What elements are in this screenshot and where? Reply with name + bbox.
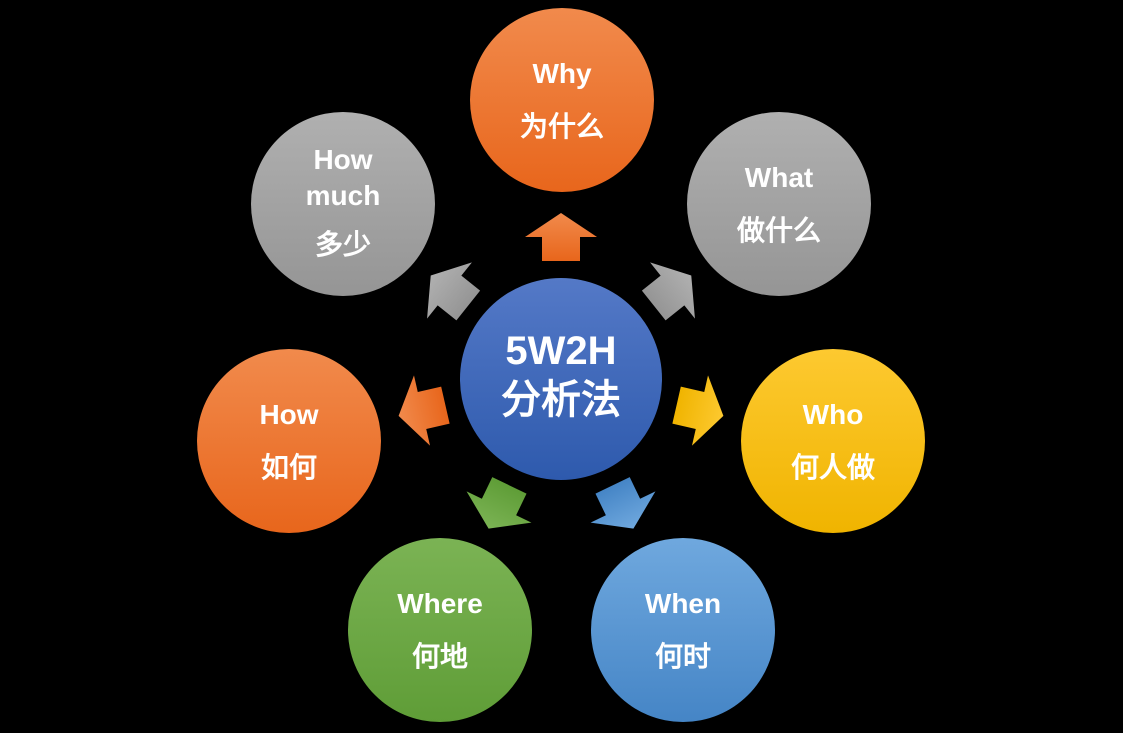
node-how-much-en-line1-label: How — [313, 144, 372, 175]
node-who-circle — [741, 349, 925, 533]
node-how-zh-label: 如何 — [261, 452, 317, 483]
node-why-circle — [470, 8, 654, 192]
node-how-much-zh-label: 多少 — [315, 229, 371, 260]
node-what: What 做什么 — [687, 112, 871, 296]
node-when-circle — [591, 538, 775, 722]
node-how-much-circle — [251, 112, 435, 296]
node-who-zh-label: 何人做 — [791, 452, 875, 483]
center-node-title-line2: 分析法 — [501, 378, 621, 422]
node-why-en-label: Why — [532, 58, 592, 89]
node-how-en-label: How — [259, 399, 318, 430]
node-what-zh-label: 做什么 — [736, 215, 821, 246]
node-how-much-en-line2-label: much — [306, 180, 381, 211]
center-node-title-line1: 5W2H — [505, 329, 616, 373]
center-node-circle — [460, 278, 662, 480]
node-who: Who 何人做 — [741, 349, 925, 533]
node-how: How 如何 — [197, 349, 381, 533]
node-where-circle — [348, 538, 532, 722]
node-how-circle — [197, 349, 381, 533]
center-node: 5W2H 分析法 — [460, 278, 662, 480]
node-how-much: How much 多少 — [251, 112, 435, 296]
node-what-circle — [687, 112, 871, 296]
node-where: Where 何地 — [348, 538, 532, 722]
node-where-zh-label: 何地 — [412, 641, 468, 672]
node-why-zh-label: 为什么 — [520, 111, 604, 142]
node-when-en-label: When — [645, 588, 721, 619]
node-when: When 何时 — [591, 538, 775, 722]
node-what-en-label: What — [745, 162, 813, 193]
node-where-en-label: Where — [397, 588, 483, 619]
node-why: Why 为什么 — [470, 8, 654, 192]
node-when-zh-label: 何时 — [655, 641, 711, 672]
node-who-en-label: Who — [803, 399, 864, 430]
